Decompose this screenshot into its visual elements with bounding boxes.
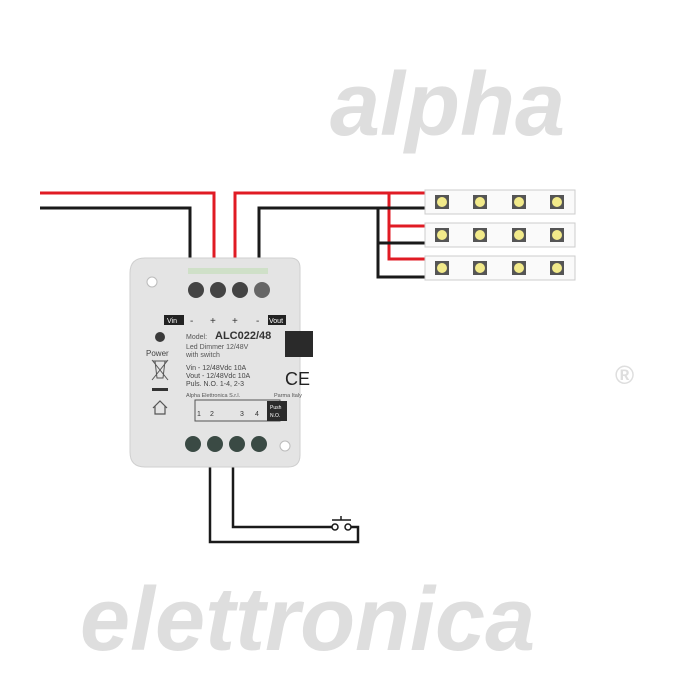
spec-pushbutton: Puls. N.O. 1-4, 2-3 <box>186 381 244 388</box>
power-label: Power <box>146 349 169 358</box>
terminal-label-4: 4 <box>255 411 259 418</box>
switch-wire-2 <box>231 455 333 529</box>
top-terminals <box>188 282 270 298</box>
description-line-1: Led Dimmer 12/48V <box>186 344 249 351</box>
output-negative-wire <box>257 206 425 272</box>
led-chip <box>552 197 562 207</box>
terminal-label-2: 2 <box>210 411 214 418</box>
vin-minus: - <box>190 316 193 327</box>
power-led <box>155 332 165 342</box>
led-chip <box>437 197 447 207</box>
output-positive-wire <box>233 191 425 272</box>
terminal-label-1: 1 <box>197 411 201 418</box>
manufacturer: Alpha Elettronica S.r.l. <box>186 393 241 399</box>
led-chip <box>475 197 485 207</box>
output-positive-branch <box>387 193 425 261</box>
vin-plus: + <box>210 316 216 327</box>
watermark-registered: ® <box>615 360 635 390</box>
bottom-terminals <box>185 436 267 452</box>
led-chip <box>437 263 447 273</box>
led-chip <box>514 263 524 273</box>
city: Parma Italy <box>274 393 302 399</box>
led-chip <box>475 263 485 273</box>
spec-vin: Vin - 12/48Vdc 10A <box>186 365 247 372</box>
ce-mark: CE <box>285 369 310 389</box>
led-chip <box>552 263 562 273</box>
input-positive-wire <box>40 191 216 272</box>
vin-label: Vin <box>167 318 177 325</box>
push-button-switch-icon <box>331 516 352 531</box>
watermark-alpha: alpha <box>330 55 566 155</box>
led-chip <box>514 197 524 207</box>
model-number: ALC022/48 <box>215 330 271 342</box>
dimmer-device: Vin - + + - Vout Power Model: ALC022/48 … <box>129 257 313 468</box>
vout-label: Vout <box>269 318 283 325</box>
terminal-label-3: 3 <box>240 411 244 418</box>
watermark-elettronica: elettronica <box>80 570 536 670</box>
no-label: N.O. <box>270 413 280 419</box>
brand-logo <box>285 331 313 357</box>
led-strip <box>424 189 576 281</box>
weee-bin-icon <box>151 359 169 381</box>
push-label: Push <box>270 405 282 411</box>
home-icon <box>152 400 168 415</box>
description-line-2: with switch <box>185 352 220 359</box>
led-chip <box>552 230 562 240</box>
vout-plus: + <box>232 316 238 327</box>
input-negative-wire <box>40 206 192 272</box>
led-chip <box>475 230 485 240</box>
model-label: Model: <box>186 334 207 341</box>
spec-vout: Vout - 12/48Vdc 10A <box>186 373 251 380</box>
output-negative-branch <box>376 208 425 279</box>
led-chip <box>437 230 447 240</box>
vout-minus: - <box>256 316 259 327</box>
switch-wire-1 <box>208 455 360 544</box>
led-chip <box>514 230 524 240</box>
